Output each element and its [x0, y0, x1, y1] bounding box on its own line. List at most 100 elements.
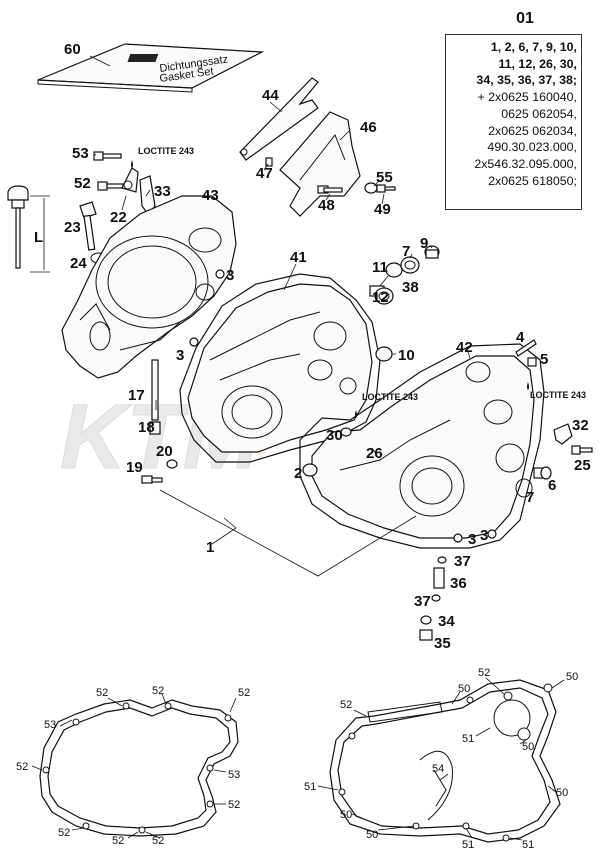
clip-32	[553, 423, 573, 445]
callout-20: 20	[156, 443, 173, 460]
dowel-3d	[487, 529, 497, 539]
kit-line-0: 1, 2, 6, 7, 9, 10,	[490, 40, 577, 54]
callout-3a: 3	[226, 267, 234, 284]
bolt-49	[376, 184, 396, 193]
g-label-51a: 51	[462, 733, 474, 745]
kit-line-4: 0625 062054,	[501, 106, 577, 121]
callout-34: 34	[438, 613, 455, 630]
callout-37a: 37	[454, 553, 471, 570]
leader-lines	[89, 55, 471, 545]
washer-20	[166, 459, 178, 469]
seal-12	[374, 287, 394, 305]
g-label-50a: 50	[458, 683, 470, 695]
callout-41: 41	[290, 249, 307, 266]
bracket-part	[239, 77, 319, 161]
g-label-51b: 51	[304, 781, 316, 793]
dowel-3b	[189, 337, 199, 347]
kit-title: 01	[516, 10, 534, 27]
callout-19: 19	[126, 459, 143, 476]
bolt-47	[265, 157, 273, 167]
callout-17: 17	[128, 387, 145, 404]
oring-7b	[515, 478, 533, 498]
callout-53: 53	[72, 145, 89, 162]
gasket-left	[39, 699, 239, 837]
callout-26: 26	[366, 445, 383, 462]
kit-line-3: + 2x0625 160040,	[477, 90, 577, 105]
loctite-drop-3	[527, 382, 529, 390]
gasket-callouts: 52 52 52 53 52 53 52 52 52 52 52 50 50 5…	[16, 667, 578, 851]
bolt-25	[571, 445, 593, 455]
callout-1: 1	[206, 539, 214, 556]
oring-7a	[400, 256, 420, 274]
plug-35	[419, 629, 433, 641]
callout-32: 32	[572, 417, 589, 434]
crankcase-left-41	[179, 273, 381, 463]
kit-line-7: 2x546.32.095.000,	[474, 156, 577, 171]
callout-35: 35	[434, 635, 451, 652]
callout-25: 25	[574, 457, 591, 474]
callout-38: 38	[402, 279, 419, 296]
callout-6: 6	[548, 477, 556, 494]
callout-33: 33	[154, 183, 171, 200]
callout-2: 2	[294, 465, 302, 482]
callout-47: 47	[256, 165, 273, 182]
callout-43: 43	[202, 187, 219, 204]
dowel-3a	[215, 269, 225, 279]
bearing-38	[385, 262, 403, 278]
dipstick-part	[7, 185, 29, 269]
callout-18: 18	[138, 419, 155, 436]
g-label-52g: 52	[112, 835, 124, 847]
callout-52: 52	[74, 175, 91, 192]
washer-37a	[437, 556, 447, 564]
callout-4: 4	[516, 329, 525, 346]
callout-23: 23	[64, 219, 81, 236]
callout-55: 55	[376, 169, 393, 186]
g-label-52b: 52	[152, 685, 164, 697]
callouts: 60 44 46 47 48 55 49 53 52 33 22 43 23 2…	[64, 41, 591, 652]
callout-48: 48	[318, 197, 335, 214]
g-label-51c: 51	[462, 839, 474, 851]
callout-44: 44	[262, 87, 279, 104]
kit-contents-box: 1, 2, 6, 7, 9, 10,11, 12, 26, 30,34, 35,…	[445, 34, 582, 210]
callout-3c: 3	[468, 531, 476, 548]
callout-12: 12	[372, 289, 389, 306]
g-label-52h: 52	[152, 835, 164, 847]
loctite-label-3: LOCTITE 243	[530, 390, 586, 400]
plug-9	[424, 245, 440, 259]
callout-7b: 7	[526, 489, 534, 506]
callout-24: 24	[70, 255, 87, 272]
callout-7a: 7	[402, 243, 410, 260]
g-label-50d: 50	[340, 809, 352, 821]
gasket-set-booklet: Dichtungssatz Gasket Set	[37, 43, 265, 93]
g-label-52a: 52	[96, 687, 108, 699]
spring-36	[433, 567, 445, 589]
callout-46: 46	[360, 119, 377, 136]
callout-42: 42	[456, 339, 473, 356]
assembly-bracket	[159, 489, 417, 577]
washer-34	[420, 615, 432, 625]
g-label-51d: 51	[522, 839, 534, 851]
g-label-52j: 50	[566, 671, 578, 683]
callout-36: 36	[450, 575, 467, 592]
callout-3b: 3	[176, 347, 184, 364]
bolt-5	[527, 357, 537, 367]
callout-5: 5	[540, 351, 548, 368]
callout-9: 9	[420, 235, 428, 252]
sleeve-18	[149, 421, 161, 435]
bolt-30	[340, 427, 352, 437]
g-label-50b: 52	[340, 699, 352, 711]
clutch-cover-43	[61, 195, 237, 379]
g-label-54: 54	[432, 763, 444, 775]
loctite-label-1: LOCTITE 243	[138, 146, 194, 156]
washer-37b	[431, 594, 441, 602]
bolt-52	[97, 181, 124, 191]
g-label-52c: 52	[238, 687, 250, 699]
kit-line-6: 490.30.023.000,	[487, 140, 577, 155]
dowel-3c	[453, 533, 463, 543]
g-label-50c: 50	[522, 741, 534, 753]
stud-17	[151, 359, 159, 421]
seal-10	[375, 346, 393, 362]
bolt-19	[141, 475, 163, 484]
g-label-53a: 53	[44, 719, 56, 731]
